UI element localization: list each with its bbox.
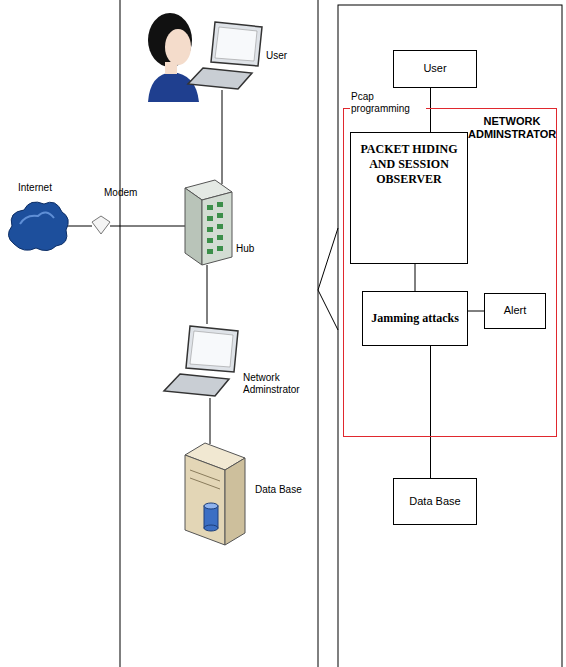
device-label: Data Base xyxy=(255,484,302,496)
box-text: Alert xyxy=(504,304,527,318)
admin-region: NETWORK ADMINSTRATORPACKET HIDING AND SE… xyxy=(343,108,557,437)
box-text: Data Base xyxy=(409,495,460,509)
connector-line xyxy=(430,346,431,478)
edge-label: Pcap programming xyxy=(350,91,426,115)
person-icon xyxy=(148,13,199,102)
alert-box: Alert xyxy=(484,293,546,329)
modem-icon xyxy=(92,216,110,234)
server-icon xyxy=(185,443,245,545)
laptop-icon xyxy=(164,326,238,396)
database-box: Data Base xyxy=(393,478,477,525)
device-label: Internet xyxy=(18,182,52,194)
device-label: User xyxy=(266,50,287,62)
connector-line xyxy=(430,88,431,132)
process-box: PACKET HIDING AND SESSION OBSERVER xyxy=(350,132,468,264)
laptop-icon xyxy=(188,22,262,89)
right-panel xyxy=(338,5,562,667)
connector-line xyxy=(415,264,416,291)
internet-cloud xyxy=(8,202,68,251)
region-heading: NETWORK ADMINSTRATOR xyxy=(468,109,556,141)
device-label: Modem xyxy=(104,187,137,199)
box-text: PACKET HIDING AND SESSION OBSERVER xyxy=(355,142,463,187)
connector-line xyxy=(468,311,484,312)
box-text: Jamming attacks xyxy=(371,311,459,326)
zoom-bracket xyxy=(318,228,338,330)
process-box: Jamming attacks xyxy=(362,291,468,346)
device-label: Hub xyxy=(236,243,254,255)
hub-icon xyxy=(185,180,232,265)
box-text: User xyxy=(423,62,446,76)
left-panel xyxy=(120,0,318,667)
device-label: Network Adminstrator xyxy=(243,372,313,396)
process-box: User xyxy=(393,50,477,88)
